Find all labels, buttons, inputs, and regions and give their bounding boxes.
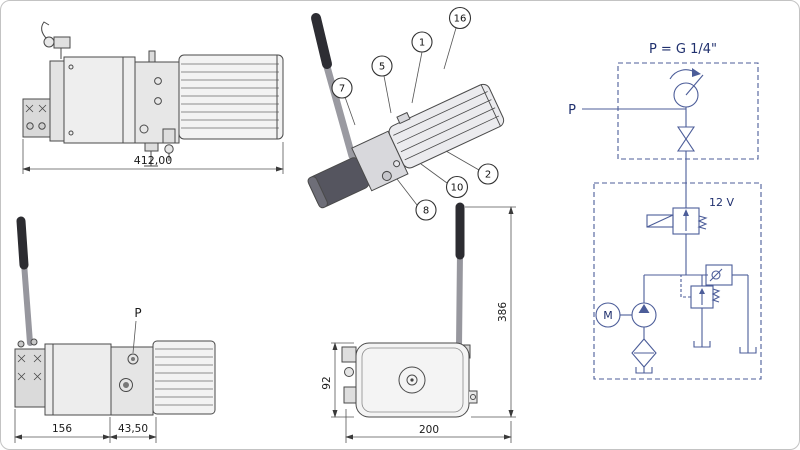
svg-text:8: 8 <box>423 206 429 217</box>
drain-tab <box>469 390 478 404</box>
power-unit-end-drawing <box>341 202 478 418</box>
end-view: 92 200 386 <box>321 202 516 443</box>
pump-symbol <box>631 275 657 328</box>
schematic-title: P = G 1/4" <box>649 42 717 57</box>
tank-ribbed <box>152 340 216 415</box>
pump-block <box>110 346 154 416</box>
fitting-hook <box>41 21 50 40</box>
relief-valve-symbol <box>680 275 721 348</box>
callout-balloons: 7 5 1 16 2 10 <box>331 6 499 221</box>
pump-lever-rod <box>456 250 463 350</box>
port-p-leader <box>132 320 137 354</box>
side-view-bottom: P 156 43,50 <box>14 216 216 443</box>
iso-unit <box>307 13 505 209</box>
svg-text:16: 16 <box>454 14 467 25</box>
dim-overall-length-text: 412,00 <box>134 154 173 167</box>
svg-text:5: 5 <box>379 62 385 73</box>
tank-end-outline <box>355 342 470 418</box>
callout-7: 7 <box>331 77 353 99</box>
svg-text:10: 10 <box>451 183 464 194</box>
solenoid-valve-symbol <box>646 207 708 275</box>
svg-text:1: 1 <box>419 38 425 49</box>
motor-symbol <box>595 302 632 328</box>
pump-block <box>134 50 180 144</box>
hand-pump-enclosure-dashed <box>617 62 759 160</box>
iso-tank <box>388 83 505 169</box>
pump-lever-grip <box>311 13 332 69</box>
schematic-port-p-label: P <box>568 103 576 118</box>
pump-lever-rod <box>320 52 356 160</box>
dim-left-section-text: 156 <box>52 423 72 435</box>
dim-lines-end <box>331 206 516 443</box>
dim-tank-height-text: 92 <box>321 376 333 389</box>
check-valve-symbol <box>705 264 757 354</box>
motor-body <box>49 56 136 144</box>
motor-m-label: M <box>603 309 613 322</box>
power-unit-side-drawing <box>22 21 284 167</box>
motor-body <box>44 343 112 416</box>
dim-pump-section-text: 43,50 <box>118 423 148 435</box>
dim-overall-height-text: 386 <box>497 302 509 322</box>
pump-lever-grip <box>16 216 29 270</box>
side-view-top: 412,00 <box>22 21 284 174</box>
dim-overall-length <box>22 139 284 174</box>
filter-symbol <box>631 327 657 374</box>
pump-lever-rod <box>21 260 33 346</box>
start-solenoid-block <box>22 98 51 138</box>
hand-pump-symbol <box>669 68 704 127</box>
dim-overall-width-text: 200 <box>419 424 439 436</box>
callout-1: 1 <box>411 31 433 53</box>
callout-5: 5 <box>371 55 393 77</box>
tank-ribbed <box>178 54 284 140</box>
start-solenoid-block <box>14 338 46 408</box>
hydraulic-schematic: P = G 1/4" P <box>568 42 762 380</box>
pump-end-fittings <box>341 346 357 404</box>
svg-text:2: 2 <box>485 170 491 181</box>
power-unit-enclosure-dashed <box>593 182 762 380</box>
callout-leaders <box>344 27 480 206</box>
dim-lines-bottom <box>14 409 157 443</box>
shutoff-valve-symbol <box>676 126 696 208</box>
suction-fittings <box>144 128 176 167</box>
port-p-label: P <box>134 306 141 320</box>
callout-8: 8 <box>415 199 437 221</box>
iso-view: 7 5 1 16 2 10 <box>307 6 505 221</box>
callout-16: 16 <box>448 6 472 30</box>
power-unit-front-drawing <box>14 216 216 416</box>
svg-text:7: 7 <box>339 84 345 95</box>
callout-10: 10 <box>445 175 469 199</box>
callout-2: 2 <box>477 163 499 185</box>
solenoid-voltage-label: 12 V <box>709 196 734 209</box>
